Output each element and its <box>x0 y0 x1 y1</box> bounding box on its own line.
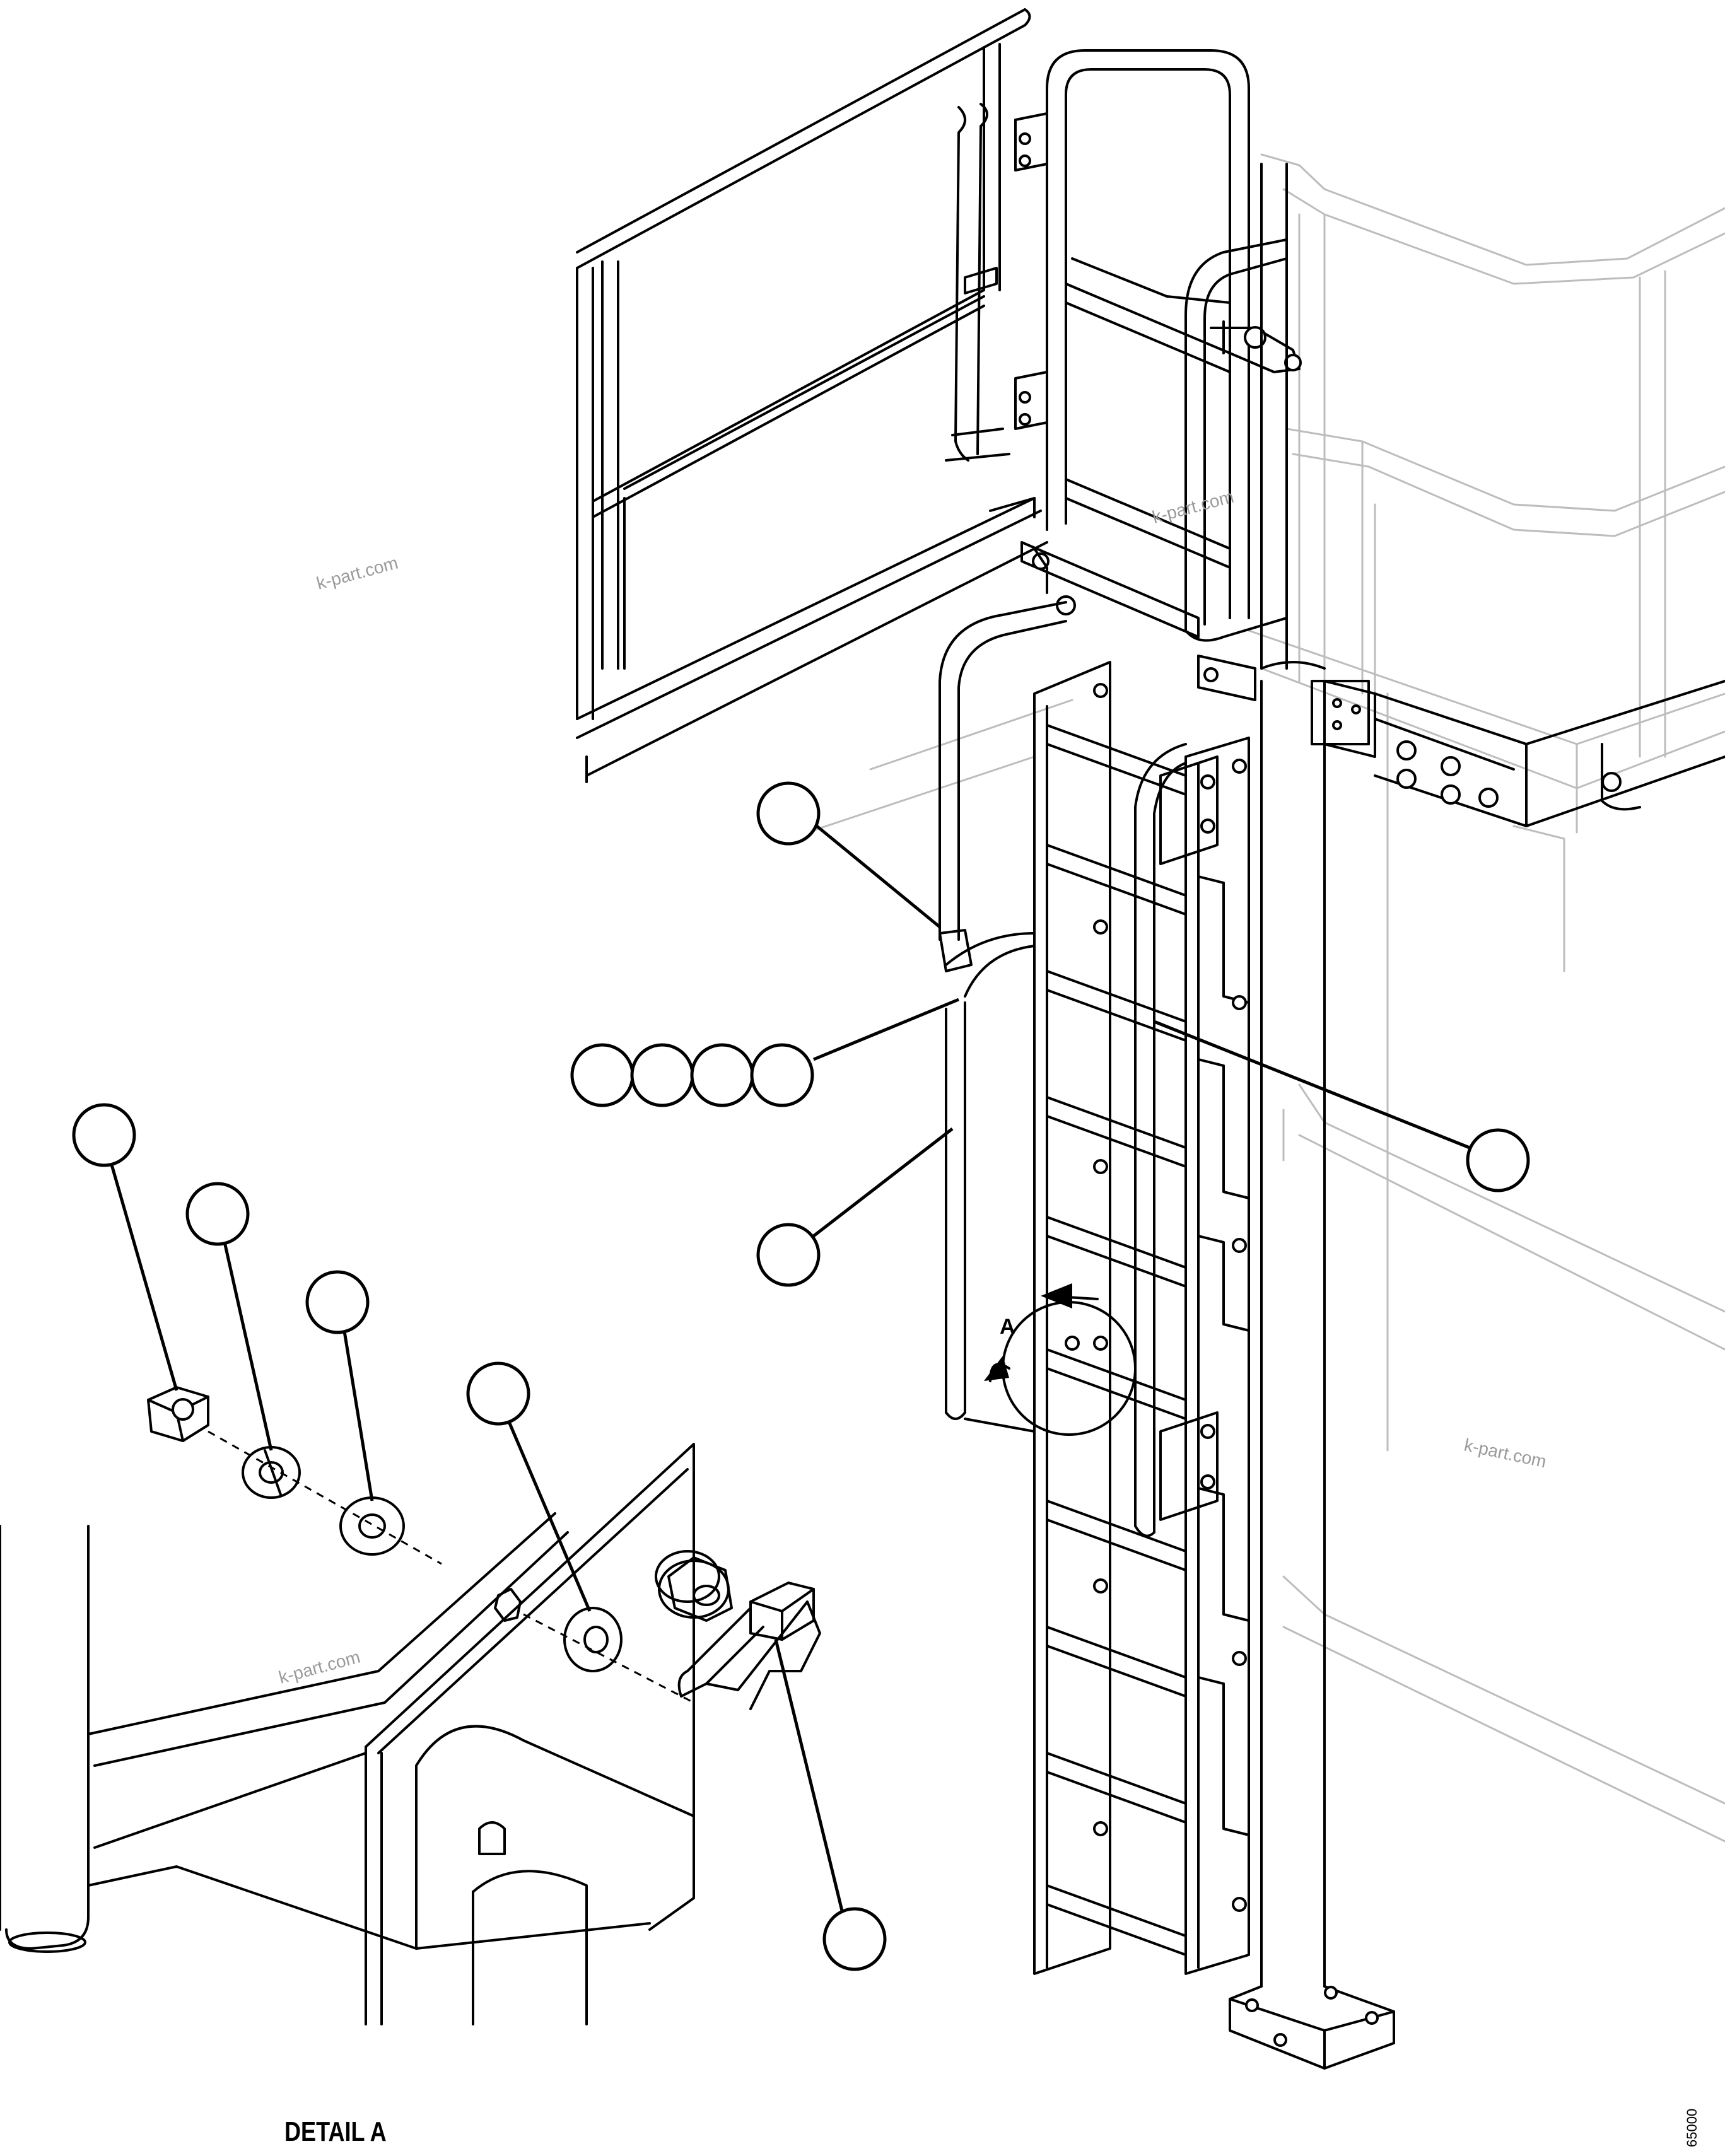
platform-ghost-lines <box>787 153 1725 1843</box>
watermark-text: k-part.com <box>1463 1435 1548 1472</box>
callout-bubble <box>756 1223 821 1287</box>
callout-bubble <box>750 1043 814 1107</box>
callout-bubble <box>690 1043 754 1107</box>
ladder <box>1033 661 1250 1975</box>
walkway-handrail <box>576 8 1048 783</box>
callout-bubble <box>466 1361 530 1426</box>
detail-caption: DETAIL A <box>284 2116 387 2147</box>
grab-handle <box>939 601 1067 1433</box>
swing-gate <box>1014 49 1302 619</box>
callout-bubble <box>630 1043 694 1107</box>
watermark-text: k-part.com <box>1150 487 1236 527</box>
detail-a-view <box>0 1386 821 2025</box>
right-handrail <box>1184 163 1326 1988</box>
watermarks: k-part.com k-part.com k-part.com k-part.… <box>277 487 1548 1687</box>
callouts <box>72 781 1530 1971</box>
callout-bubble <box>305 1270 370 1334</box>
watermark-text: k-part.com <box>315 553 401 593</box>
callout-bubble <box>570 1043 634 1107</box>
upper-mount-hardware <box>1020 541 1725 827</box>
watermark-text: k-part.com <box>277 1647 363 1687</box>
callout-bubble <box>72 1103 136 1167</box>
post-base-plate <box>1229 1985 1395 2070</box>
callout-bubble <box>1466 1128 1530 1192</box>
detail-marker-letter: A <box>1000 1315 1015 1339</box>
callout-bubble <box>756 781 821 846</box>
callout-bubble <box>185 1182 250 1246</box>
callout-bubble <box>822 1907 887 1971</box>
sheet-code: 65000 <box>1684 2109 1700 2147</box>
detail-a-marker: A <box>984 1283 1137 1436</box>
